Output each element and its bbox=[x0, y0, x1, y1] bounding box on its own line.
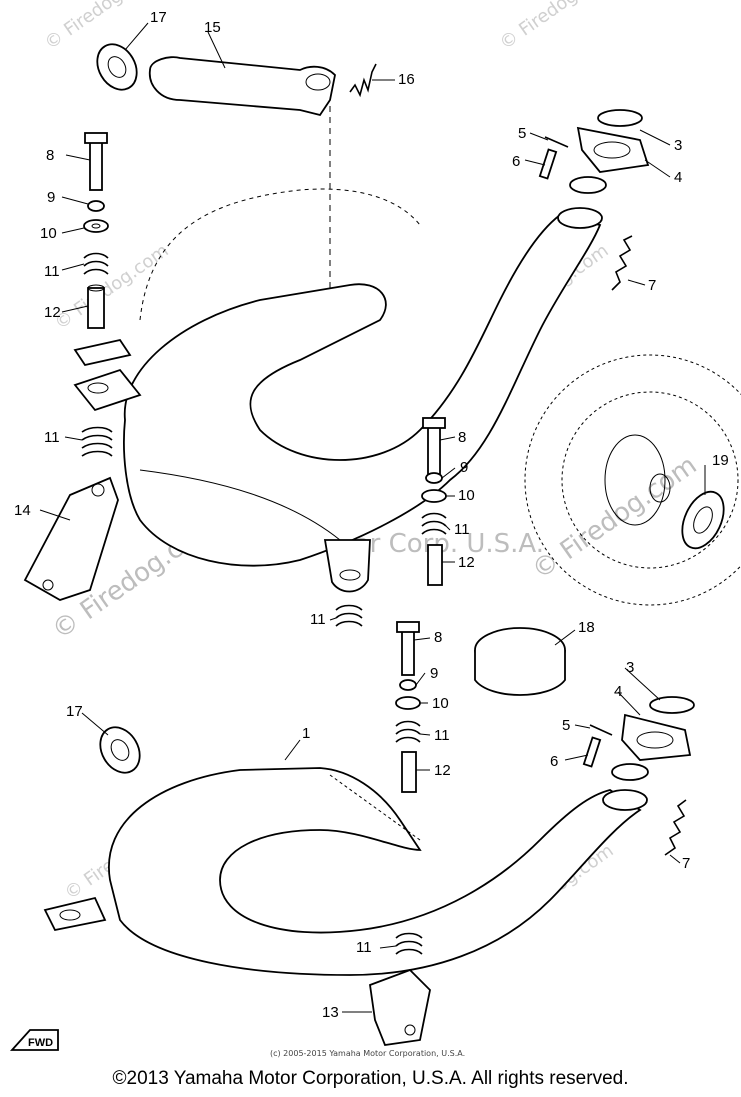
callout-12-c: 12 bbox=[434, 762, 451, 779]
callout-6-b: 6 bbox=[550, 753, 558, 770]
callout-4-b: 4 bbox=[614, 683, 622, 700]
callout-7-b: 7 bbox=[682, 855, 690, 872]
callout-16: 16 bbox=[398, 71, 415, 88]
bracket-14 bbox=[23, 476, 119, 601]
callout-9-a: 9 bbox=[47, 189, 55, 206]
spring-7-top bbox=[611, 235, 633, 291]
rear-wheel-outline bbox=[524, 354, 741, 606]
gasket-3-top bbox=[597, 109, 643, 127]
callout-3-b: 3 bbox=[626, 659, 634, 676]
watermark-mid-left: © Firedog.com bbox=[51, 240, 173, 334]
callout-11-f: 11 bbox=[356, 939, 372, 956]
callout-15: 15 bbox=[204, 19, 221, 36]
callout-19: 19 bbox=[712, 452, 729, 469]
callout-11-a: 11 bbox=[44, 263, 60, 280]
callout-8-b: 8 bbox=[458, 429, 466, 446]
spring-11-bottom bbox=[395, 932, 423, 955]
gasket-3-lower bbox=[649, 696, 695, 714]
callout-5-b: 5 bbox=[562, 717, 570, 734]
bolt-6-lower bbox=[582, 736, 602, 768]
watermark-center-right: © Firedog.com bbox=[527, 450, 703, 585]
callout-10-c: 10 bbox=[432, 695, 449, 712]
callout-17-lower: 17 bbox=[66, 703, 83, 720]
gasket-19 bbox=[681, 490, 725, 550]
leader-lines bbox=[39, 22, 706, 1013]
muffler-1 bbox=[43, 767, 648, 976]
callout-11-d: 11 bbox=[310, 611, 326, 628]
callout-13: 13 bbox=[322, 1004, 339, 1021]
flange-4-lower bbox=[621, 713, 692, 761]
callouts: 17 15 16 8 9 10 11 12 5 6 3 4 7 11 14 8 … bbox=[14, 9, 729, 1021]
callout-17-top: 17 bbox=[150, 9, 167, 26]
footer-copyright: ©2013 Yamaha Motor Corporation, U.S.A. A… bbox=[112, 1068, 629, 1089]
collar-lower bbox=[611, 763, 649, 781]
spring-16 bbox=[349, 63, 377, 98]
callout-11-e: 11 bbox=[434, 727, 450, 744]
callout-14: 14 bbox=[14, 502, 31, 519]
heat-guard-15 bbox=[148, 56, 336, 117]
small-credit: (c) 2005-2015 Yamaha Motor Corporation, … bbox=[270, 1049, 465, 1058]
callout-11-b: 11 bbox=[44, 429, 60, 446]
fwd-label: FWD bbox=[28, 1037, 53, 1049]
spring-11-center bbox=[335, 604, 363, 627]
callout-8-c: 8 bbox=[434, 629, 442, 646]
fwd-arrow: FWD bbox=[9, 1029, 59, 1051]
callout-6-a: 6 bbox=[512, 153, 520, 170]
flange-4-top bbox=[576, 126, 650, 173]
callout-12-a: 12 bbox=[44, 304, 61, 321]
gasket-17-top bbox=[96, 43, 138, 91]
callout-3-a: 3 bbox=[674, 137, 682, 154]
callout-18: 18 bbox=[578, 619, 595, 636]
callout-5-a: 5 bbox=[518, 125, 526, 142]
fastener-stack-lower bbox=[395, 621, 421, 793]
cap-18 bbox=[474, 627, 566, 696]
callout-12-b: 12 bbox=[458, 554, 475, 571]
bolt-6-top bbox=[538, 148, 558, 180]
spring-7-lower bbox=[664, 799, 687, 856]
callout-8-a: 8 bbox=[46, 147, 54, 164]
fastener-stack-upper-left bbox=[83, 132, 109, 329]
fastener-stack-mid-right bbox=[421, 417, 447, 586]
bracket-13 bbox=[369, 968, 431, 1046]
callout-11-c: 11 bbox=[454, 521, 470, 538]
bolt-5-lower bbox=[589, 724, 613, 736]
collar-top bbox=[569, 176, 607, 194]
watermark-top-right: © Firedog.com bbox=[496, 0, 618, 54]
callout-9-c: 9 bbox=[430, 665, 438, 682]
spring-11-left bbox=[81, 426, 113, 457]
callout-1: 1 bbox=[302, 725, 310, 742]
callout-7-a: 7 bbox=[648, 277, 656, 294]
gasket-17-lower bbox=[99, 726, 141, 774]
bolt-5-top bbox=[544, 136, 569, 148]
callout-10-a: 10 bbox=[40, 225, 57, 242]
callout-4-a: 4 bbox=[674, 169, 682, 186]
callout-9-b: 9 bbox=[460, 459, 468, 476]
callout-10-b: 10 bbox=[458, 487, 475, 504]
upper-exhaust-assembly bbox=[73, 95, 603, 593]
